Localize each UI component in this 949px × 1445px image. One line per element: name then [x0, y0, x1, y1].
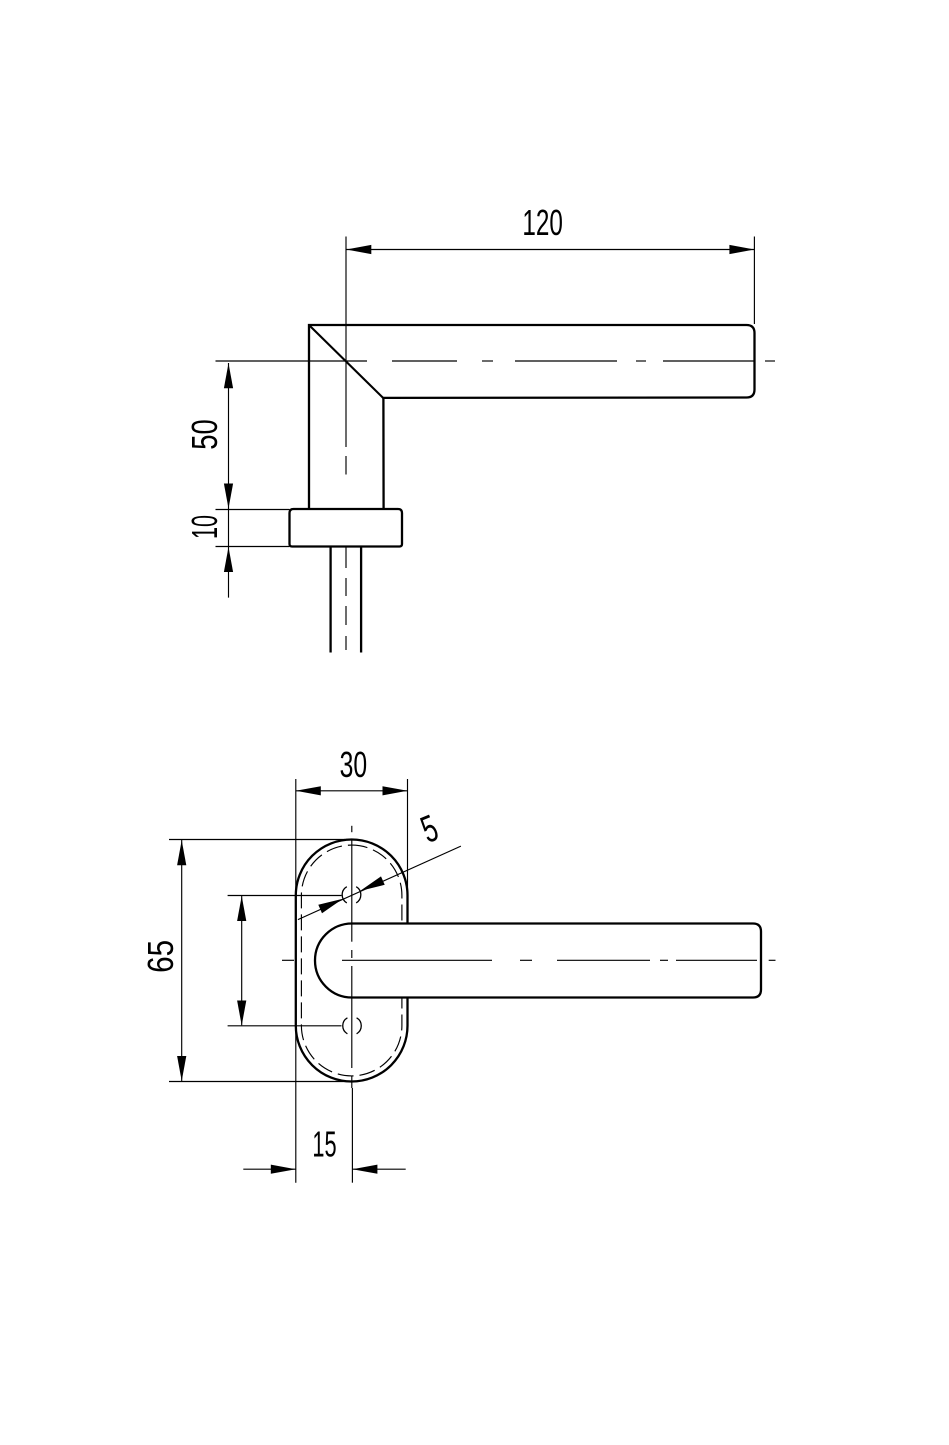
- svg-text:10: 10: [184, 515, 225, 539]
- svg-text:50: 50: [184, 419, 225, 450]
- svg-text:65: 65: [140, 940, 181, 973]
- svg-text:15: 15: [312, 1124, 336, 1165]
- svg-text:30: 30: [340, 744, 368, 785]
- svg-text:120: 120: [522, 202, 563, 243]
